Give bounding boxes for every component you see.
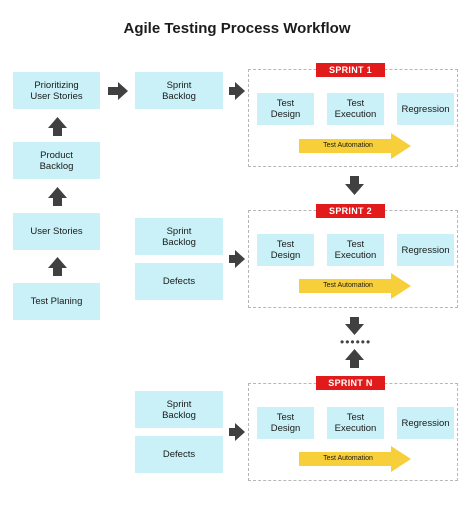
- connector-arrows: [48, 82, 364, 441]
- test-planning-box: Test Planing: [13, 283, 100, 320]
- sprint-2-regression: Regression: [397, 234, 454, 266]
- sprint-ellipsis: ••••••: [340, 335, 372, 349]
- sprint-1-automation-label-top: Test Automation: [323, 142, 373, 149]
- sprint-2-automation-label-top: Test Automation: [323, 282, 373, 289]
- sprint-backlog-box-2: Sprint Backlog: [135, 218, 223, 255]
- sprint-1-regression: Regression: [397, 93, 454, 125]
- arrow-right-1: [108, 82, 128, 100]
- sprint-1-automation-arrow: [299, 133, 411, 159]
- sprint-2-automation-arrow: [299, 273, 411, 299]
- arrow-up-4: [345, 349, 364, 368]
- prioritizing-user-stories-box: Prioritizing User Stories: [13, 72, 100, 109]
- user-stories-box: User Stories: [13, 213, 100, 250]
- sprint-n-badge: SPRINT N: [316, 376, 385, 390]
- arrow-up-3: [48, 257, 67, 276]
- sprint-n-test-execution: Test Execution: [327, 407, 384, 439]
- sprint-2-test-execution: Test Execution: [327, 234, 384, 266]
- sprint-n-automation-arrow: [299, 446, 411, 472]
- arrow-down-1: [345, 176, 364, 195]
- arrow-right-3: [229, 250, 245, 268]
- sprint-n-test-design: Test Design: [257, 407, 314, 439]
- sprint-1-badge: SPRINT 1: [316, 63, 385, 77]
- arrow-right-2: [229, 82, 245, 100]
- arrow-down-2: [345, 317, 364, 335]
- sprint-n-regression: Regression: [397, 407, 454, 439]
- sprint-backlog-box-n: Sprint Backlog: [135, 391, 223, 428]
- arrow-up-2: [48, 187, 67, 206]
- defects-box-n: Defects: [135, 436, 223, 473]
- sprint-2-test-design: Test Design: [257, 234, 314, 266]
- product-backlog-box: Product Backlog: [13, 142, 100, 179]
- sprint-2-badge: SPRINT 2: [316, 204, 385, 218]
- arrow-right-4: [229, 423, 245, 441]
- sprint-1-test-execution: Test Execution: [327, 93, 384, 125]
- sprint-n-automation-label-top: Test Automation: [323, 455, 373, 462]
- automation-arrows: [299, 133, 411, 472]
- page-title: Agile Testing Process Workflow: [123, 20, 351, 37]
- defects-box-2: Defects: [135, 263, 223, 300]
- sprint-backlog-box-1: Sprint Backlog: [135, 72, 223, 109]
- sprint-1-test-design: Test Design: [257, 93, 314, 125]
- arrow-up-1: [48, 117, 67, 136]
